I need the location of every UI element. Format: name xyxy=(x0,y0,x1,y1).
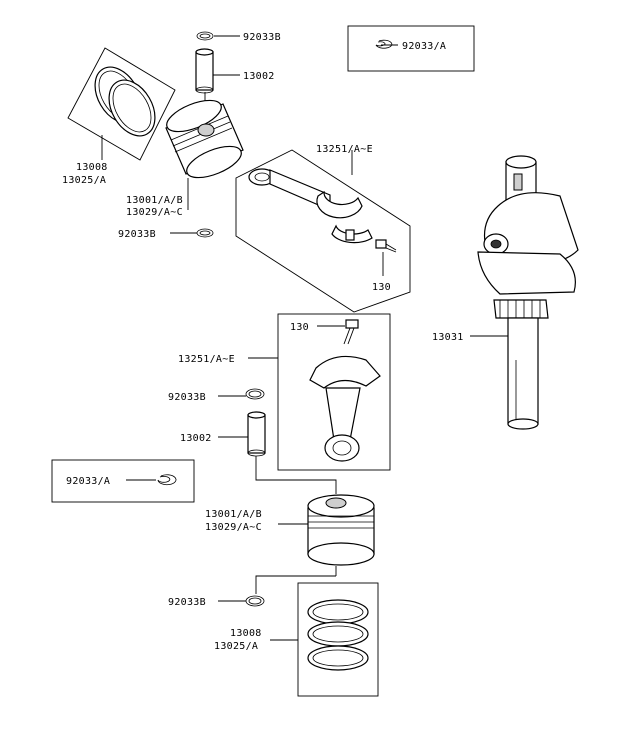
label-top-boxed-circlip: 92033/A xyxy=(402,41,446,52)
top-piston-part xyxy=(165,99,244,179)
top-rod-bolt xyxy=(375,239,397,253)
label-bottom-boxed-circlip: 92033/A xyxy=(66,476,110,487)
label-bottom-pin: 13002 xyxy=(180,433,212,444)
bottom-rod-box xyxy=(277,313,391,471)
label-top-rod: 13251/A~E xyxy=(316,144,373,155)
label-bottom-bolt: 130 xyxy=(290,322,309,333)
top-rings-box xyxy=(67,47,176,161)
bottom-piston-part xyxy=(307,494,375,566)
top-circlip-part xyxy=(196,31,214,41)
top-boxed-circlip-part xyxy=(375,39,393,49)
top-rod-box xyxy=(235,149,411,313)
label-bottom-piston: 13001/A/B xyxy=(205,509,262,520)
label-bottom-rings: 13008 xyxy=(230,628,262,639)
bottom-rings-part xyxy=(307,599,369,671)
label-crankshaft: 13031 xyxy=(432,332,464,343)
top-connecting-rod xyxy=(248,168,373,244)
label-bottom-rod: 13251/A~E xyxy=(178,354,235,365)
bottom-rings-box xyxy=(297,582,379,697)
label-top-piston-alt: 13029/A~C xyxy=(126,207,183,218)
label-top-bolt: 130 xyxy=(372,282,391,293)
top-circlip-box xyxy=(347,25,475,72)
crankshaft-part xyxy=(477,155,579,430)
label-top-circlip: 92033B xyxy=(243,32,281,43)
bottom-boxed-circlip-part xyxy=(157,474,177,486)
bottom-rod-bolt xyxy=(343,319,359,345)
label-bottom-circlip: 92033B xyxy=(168,392,206,403)
label-top-rings: 13008 xyxy=(76,162,108,173)
label-top-rings-alt: 13025/A xyxy=(62,175,106,186)
label-top-piston: 13001/A/B xyxy=(126,195,183,206)
top-lower-circlip-part xyxy=(196,228,214,238)
label-bottom-piston-alt: 13029/A~C xyxy=(205,522,262,533)
label-bottom-rings-alt: 13025/A xyxy=(214,641,258,652)
bottom-lower-circlip-part xyxy=(245,595,265,607)
label-bottom-lower-circlip: 92033B xyxy=(168,597,206,608)
label-top-lower-circlip: 92033B xyxy=(118,229,156,240)
top-piston-pin xyxy=(195,48,214,94)
bottom-piston-pin xyxy=(247,411,266,457)
bottom-circlip-box xyxy=(51,459,195,503)
bottom-circlip-part xyxy=(245,388,265,400)
bottom-connecting-rod xyxy=(309,355,381,462)
label-top-pin: 13002 xyxy=(243,71,275,82)
